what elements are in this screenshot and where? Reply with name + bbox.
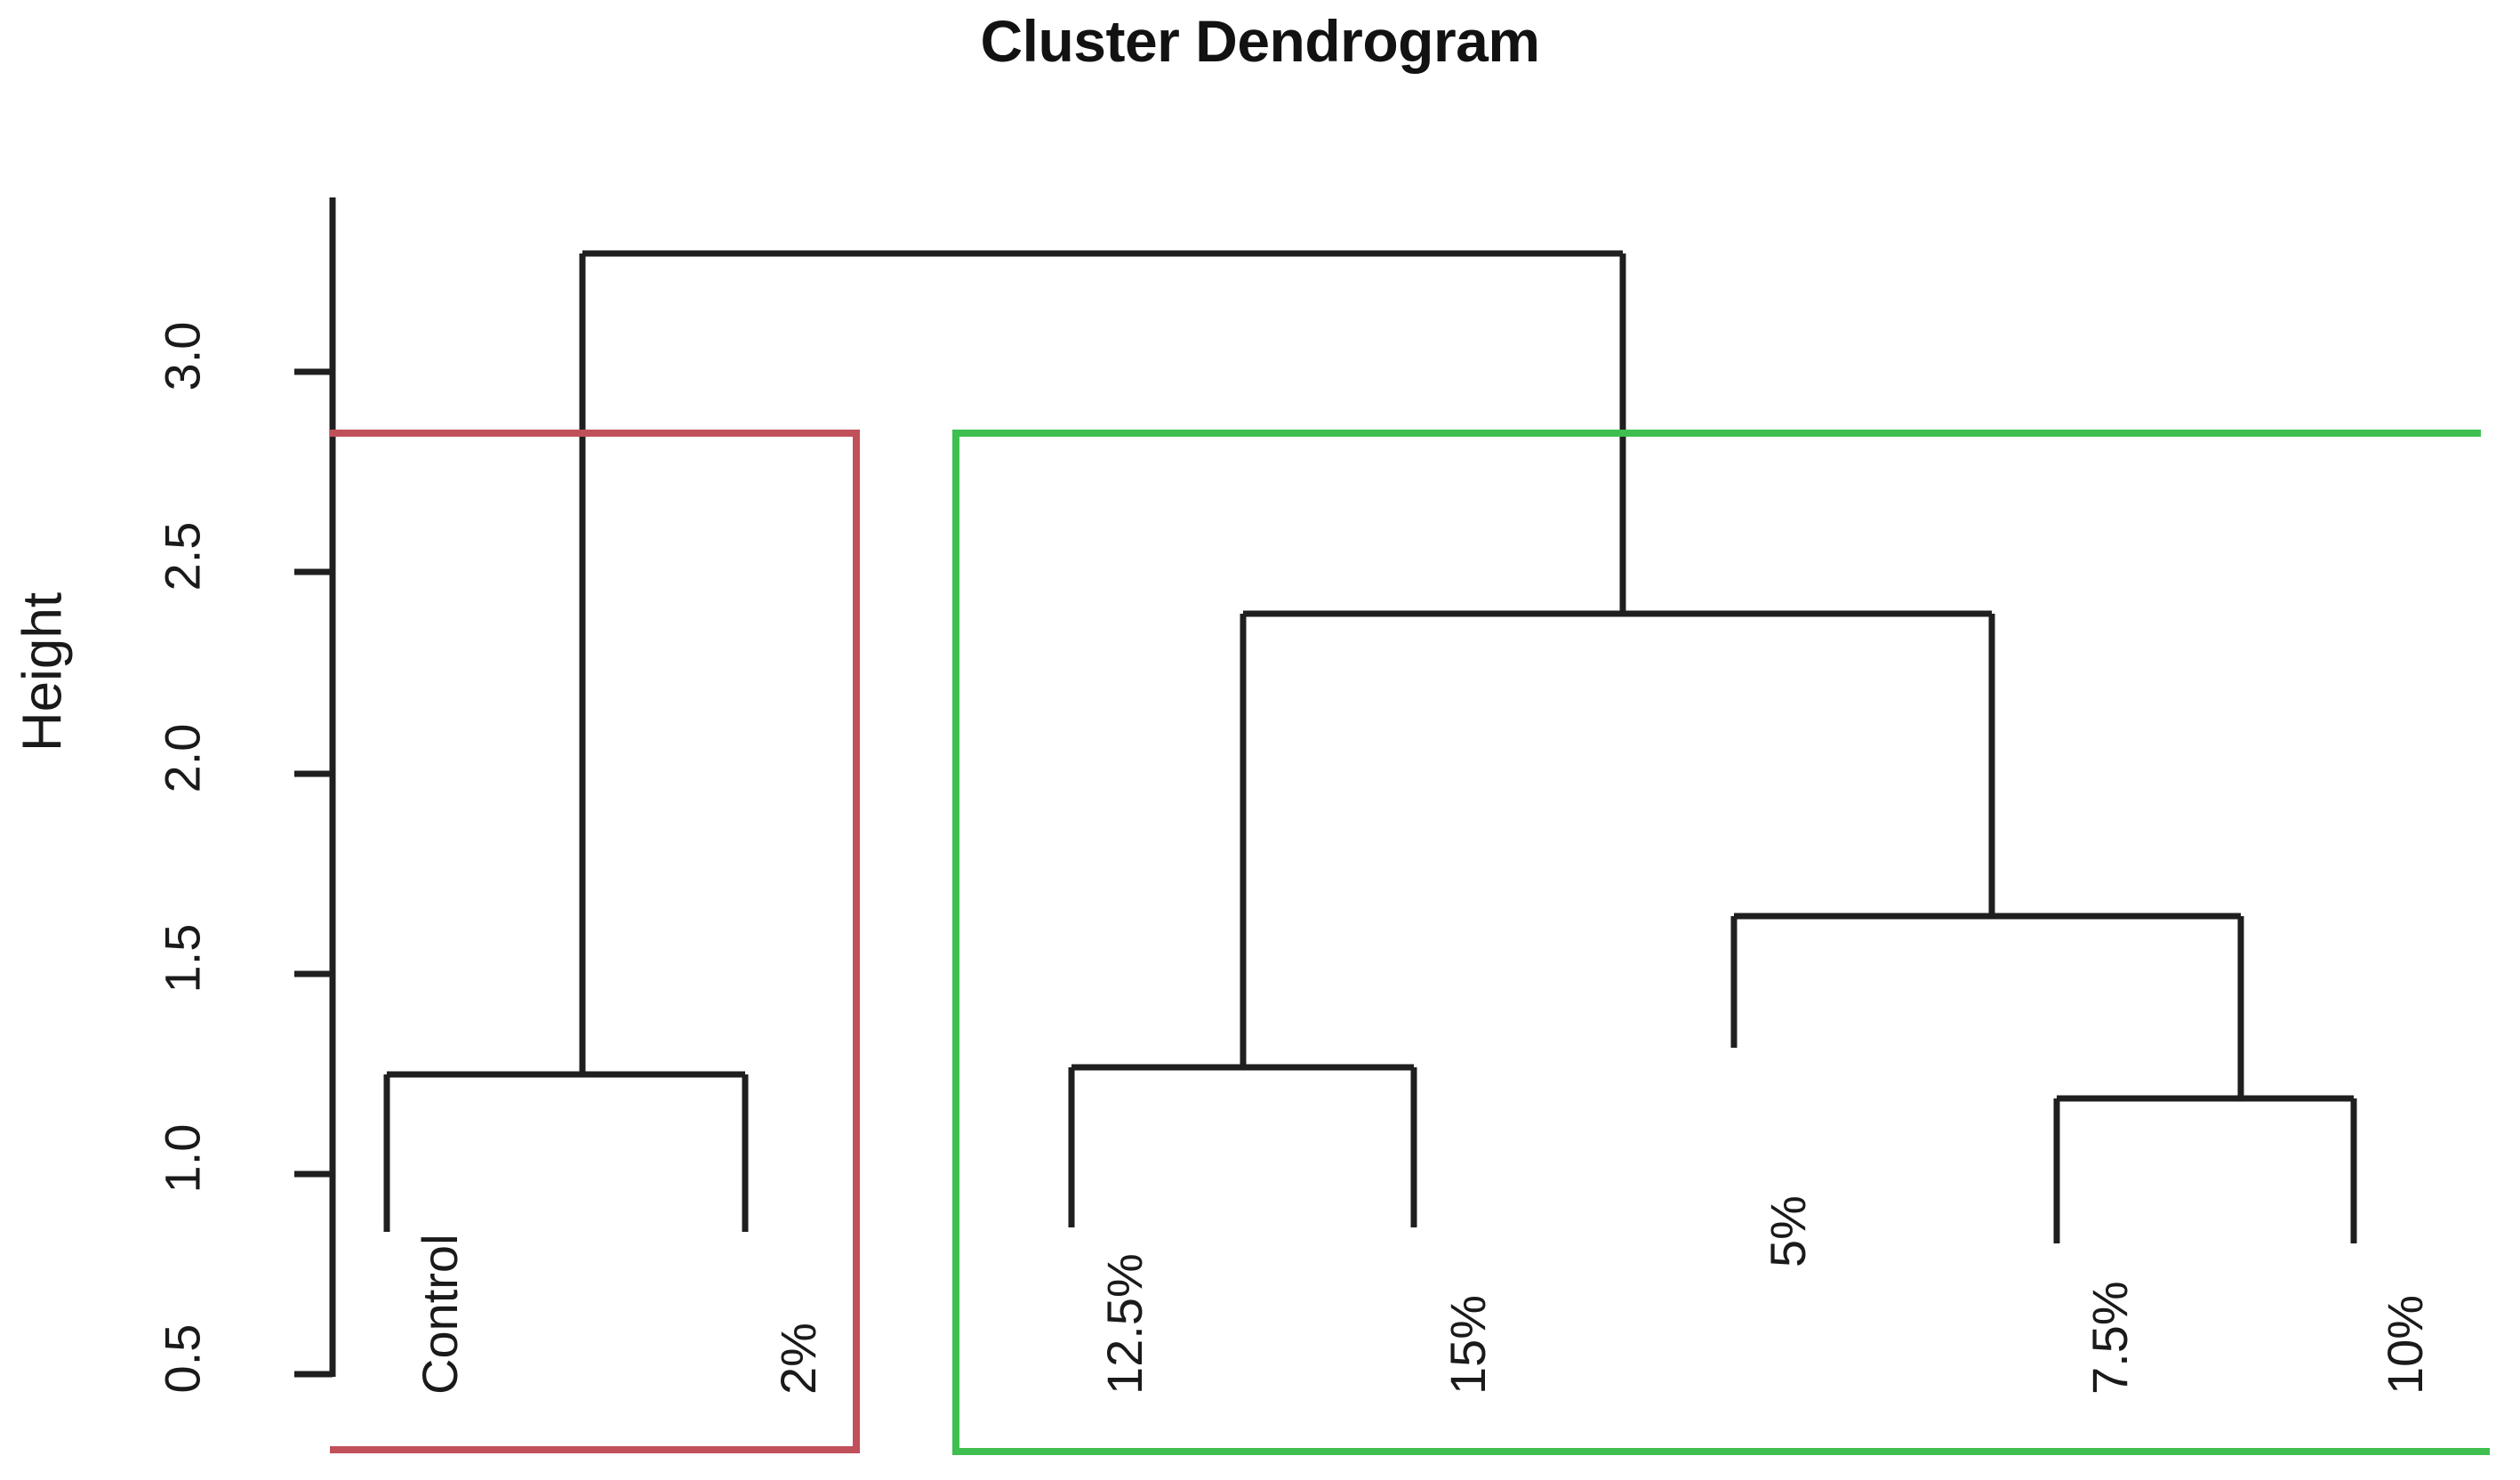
leaf-label-7-5pct: 7.5%: [2082, 1281, 2138, 1395]
leaf-label-12-5pct: 12.5%: [1096, 1253, 1152, 1395]
y-tick-label-3: 2.0: [154, 723, 211, 793]
leaf-label-10pct: 10%: [2377, 1294, 2433, 1395]
cluster-boxes: [330, 430, 2490, 1455]
y-axis-label: Height: [12, 591, 74, 752]
y-tick-label-5: 3.0: [154, 321, 211, 391]
dendrogram-branches: [383, 250, 2357, 1243]
page-title: Cluster Dendrogram: [980, 8, 1540, 74]
y-axis: [294, 197, 336, 1378]
y-tick-label-1: 1.0: [154, 1123, 211, 1194]
leaf-label-2pct: 2%: [770, 1323, 826, 1395]
leaf-label-5pct: 5%: [1760, 1195, 1816, 1267]
leaf-label-control: Control: [412, 1234, 468, 1395]
y-tick-label-4: 2.5: [154, 521, 211, 591]
green-cluster-box: [952, 430, 2490, 1455]
red-cluster-box: [330, 430, 860, 1453]
y-tick-label-0: 0.5: [154, 1323, 211, 1394]
y-tick-label-2: 1.5: [154, 923, 211, 993]
leaf-label-15pct: 15%: [1440, 1294, 1496, 1395]
